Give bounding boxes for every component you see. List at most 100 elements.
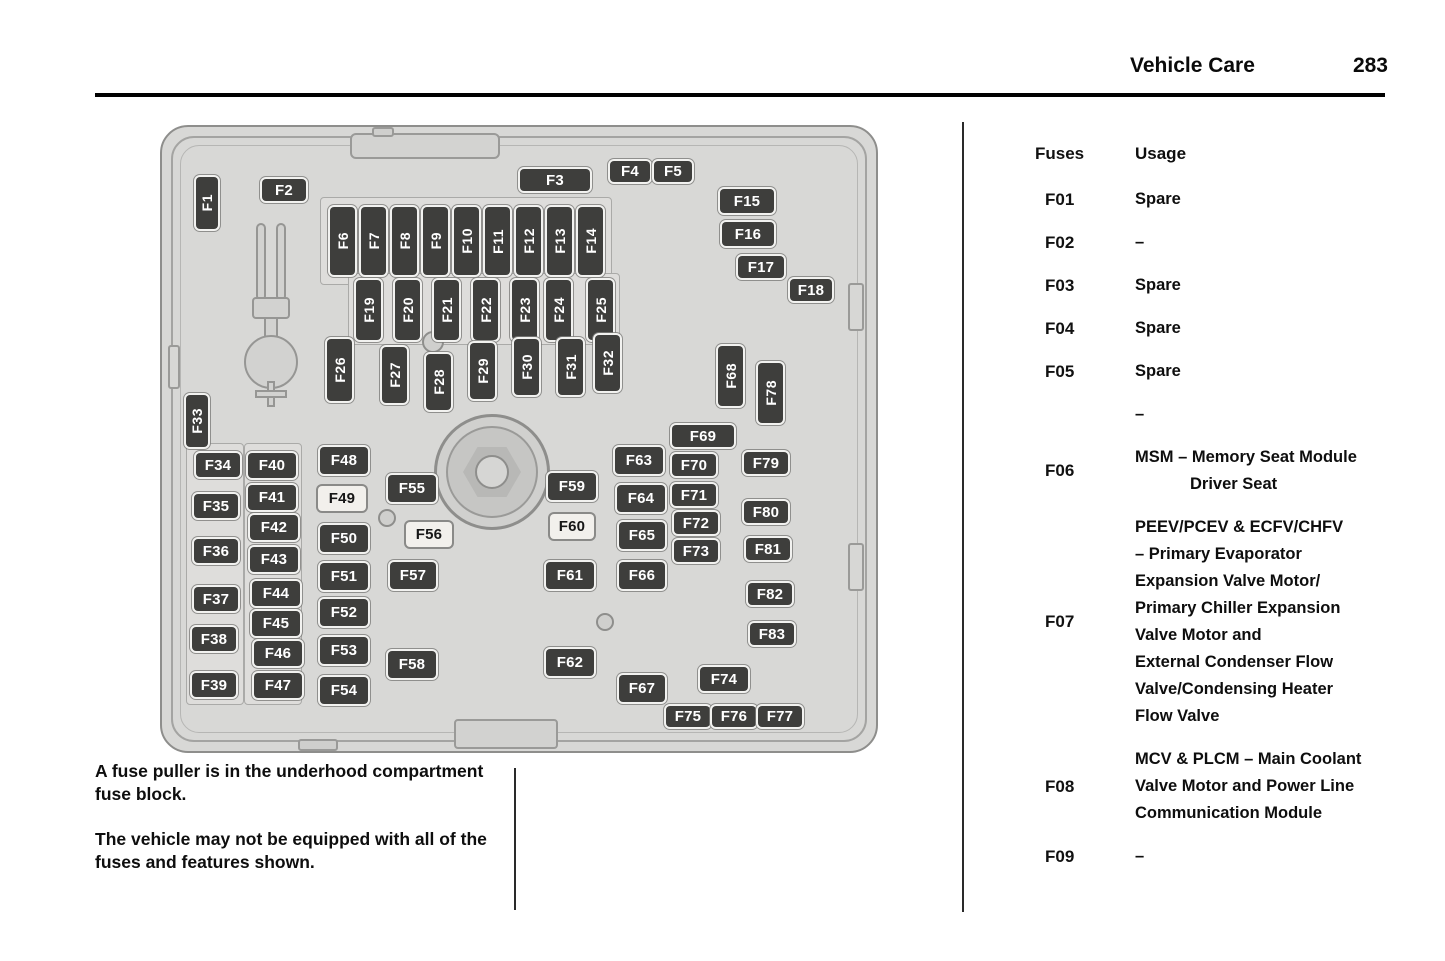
- fuse-F28: F28: [426, 354, 451, 410]
- fuse-F68: F68: [718, 346, 743, 406]
- fuses-column-header: Fuses: [1035, 143, 1085, 163]
- fuse-F30: F30: [514, 339, 539, 395]
- fuse-label: F16: [734, 225, 762, 243]
- fuse-F72: F72: [674, 512, 718, 534]
- usage-cell: Spare: [1135, 190, 1181, 208]
- fuse-F39: F39: [192, 673, 236, 697]
- fuse-label: F35: [202, 497, 230, 515]
- usage-cell: –: [1135, 405, 1145, 423]
- fuse-label: F55: [398, 480, 426, 497]
- fuse-F12: F12: [516, 207, 541, 275]
- fuse-F74: F74: [700, 667, 748, 691]
- fuse-label: F56: [415, 526, 443, 543]
- page-header: Vehicle Care 283: [1130, 54, 1388, 78]
- fuse-label: F3: [546, 171, 564, 189]
- fuse-F32: F32: [595, 335, 620, 391]
- fuse-F40: F40: [248, 453, 296, 478]
- right-edge-tab-lower: [848, 543, 864, 591]
- fuse-F10: F10: [454, 207, 479, 275]
- fuse-F69: F69: [672, 425, 734, 447]
- fuse-label: F43: [260, 551, 288, 568]
- fuse-label: F67: [628, 680, 656, 697]
- top-handle-notch: [350, 133, 500, 159]
- fuse-id-cell: F06: [1045, 461, 1075, 480]
- fuse-label: F74: [710, 670, 738, 688]
- fuse-label: F50: [330, 530, 358, 547]
- fuse-label: F64: [627, 490, 655, 507]
- top-tab: [372, 127, 394, 137]
- usage-cell: Spare: [1135, 319, 1181, 337]
- fuse-label: F18: [797, 281, 825, 299]
- fuse-F75: F75: [666, 706, 710, 727]
- fuse-F59: F59: [548, 473, 596, 500]
- fuse-label: F45: [262, 615, 290, 632]
- fuse-F49: F49: [318, 486, 366, 511]
- fuse-F37: F37: [194, 587, 238, 611]
- fuse-F76: F76: [712, 706, 756, 727]
- bolt-core: [475, 455, 509, 489]
- fuse-F43: F43: [250, 547, 298, 572]
- fuse-id-cell: F05: [1045, 361, 1075, 381]
- fuse-label: F53: [330, 642, 358, 659]
- fuse-F45: F45: [252, 611, 300, 636]
- fuse-F57: F57: [390, 562, 436, 589]
- fuse-F24: F24: [546, 280, 571, 340]
- fuse-F52: F52: [320, 599, 368, 626]
- table-row: F02–: [1016, 229, 1426, 256]
- fuse-label: F38: [200, 630, 228, 648]
- fuse-F65: F65: [619, 522, 665, 549]
- caption-divider: [514, 768, 516, 910]
- fuse-label: F19: [360, 297, 377, 323]
- fuse-label: F7: [365, 232, 382, 250]
- fuse-label: F46: [264, 645, 292, 662]
- puller-cross: [255, 390, 287, 398]
- usage-cell: –: [1135, 847, 1145, 865]
- usage-cell: PEEV/PCEV & ECFV/CHFV – Primary Evaporat…: [1135, 518, 1344, 725]
- fuse-F9: F9: [423, 207, 448, 275]
- section-title: Vehicle Care: [1130, 54, 1255, 77]
- table-row: F01 Spare: [1016, 186, 1426, 213]
- fuse-label: F4: [621, 163, 639, 180]
- fuse-F46: F46: [254, 641, 302, 666]
- fuse-label: F57: [399, 567, 427, 584]
- fuse-label: F33: [189, 408, 205, 434]
- fuse-label: F49: [328, 490, 356, 507]
- fuse-F71: F71: [672, 484, 716, 506]
- fuse-label: F30: [518, 354, 535, 380]
- fuse-label: F83: [758, 625, 786, 643]
- fuse-label: F58: [398, 656, 426, 673]
- fuse-F4: F4: [610, 161, 650, 182]
- center-bolt-icon: [434, 414, 550, 530]
- fuse-F27: F27: [382, 347, 407, 403]
- column-divider: [962, 122, 964, 912]
- usage-column-header: Usage: [1135, 144, 1187, 163]
- header-rule: [95, 93, 1385, 97]
- left-edge-tab: [168, 345, 180, 389]
- caption-equipment-note: The vehicle may not be equipped with all…: [95, 829, 487, 873]
- right-edge-tab-upper: [848, 283, 864, 331]
- fuse-label: F25: [592, 297, 609, 323]
- fuse-F79: F79: [744, 452, 788, 474]
- page-number: 283: [1352, 54, 1388, 77]
- fuse-F7: F7: [361, 207, 386, 275]
- fuse-F15: F15: [720, 189, 774, 213]
- fuse-label: F75: [674, 708, 702, 725]
- fuse-F42: F42: [250, 515, 298, 540]
- fuse-F54: F54: [320, 677, 368, 704]
- fuse-F18: F18: [790, 279, 832, 301]
- fuse-label: F65: [628, 527, 656, 544]
- fuse-label: F54: [330, 682, 358, 699]
- caption-fuse-puller: A fuse puller is in the underhood compar…: [95, 761, 484, 805]
- fuse-F51: F51: [320, 563, 368, 590]
- fuse-F63: F63: [615, 447, 663, 474]
- fuse-F47: F47: [254, 673, 302, 698]
- fuse-F83: F83: [750, 623, 794, 645]
- fuse-label: F20: [399, 297, 416, 323]
- rivet-dot: [378, 509, 396, 527]
- fuse-F29: F29: [470, 343, 495, 399]
- fuse-id-cell: F01: [1045, 189, 1075, 209]
